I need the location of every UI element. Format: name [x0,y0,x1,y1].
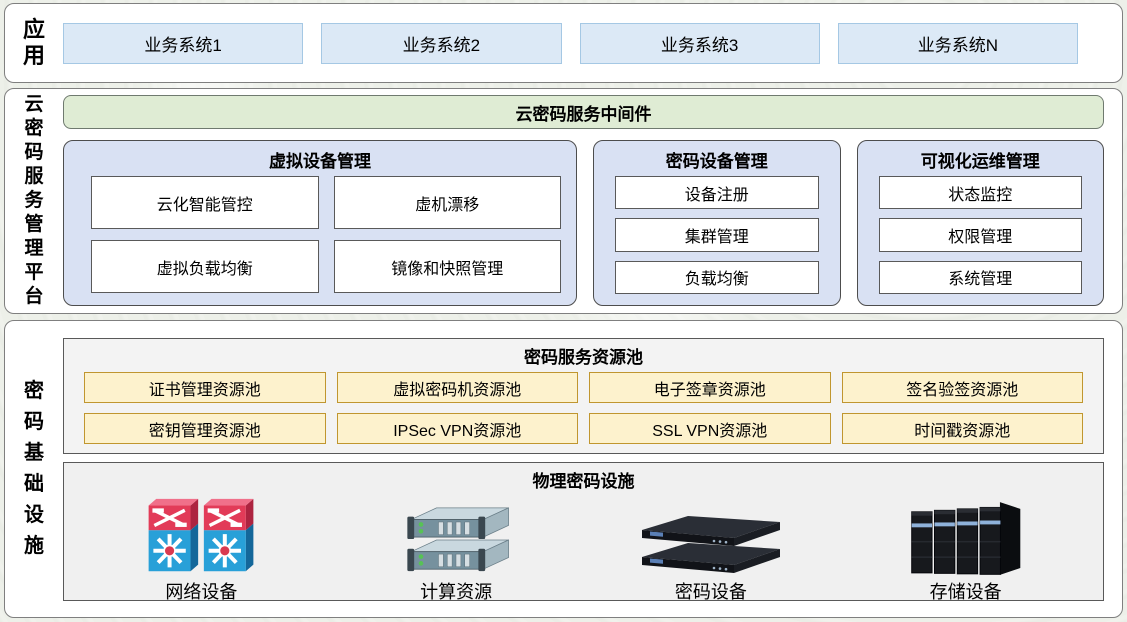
business-system-box-1: 业务系统1 [63,22,304,64]
business-system-box-n: 业务系统N [837,22,1078,64]
application-layer-label-wrap: 应用 [5,4,63,82]
feature-box-system-mgmt: 系统管理 [878,260,1082,294]
device-compute: 计算资源 [361,494,551,610]
pool-box-ipsec-vpn: IPSec VPN资源池 [336,413,578,444]
pool-box-e-signature: 电子签章资源池 [589,372,831,403]
infrastructure-layer-panel: 密码基础设施 密码服务资源池 证书管理资源池 虚拟密码机资源池 电子签章资源池 … [4,320,1123,618]
virtual-device-mgmt-panel: 虚拟设备管理 云化智能管控 虚机漂移 虚拟负载均衡 镜像和快照管理 [63,140,577,306]
feature-box-status-monitoring: 状态监控 [878,176,1082,210]
crypto-service-resource-pool-panel: 密码服务资源池 证书管理资源池 虚拟密码机资源池 电子签章资源池 签名验签资源池… [63,338,1104,454]
business-system-box-3: 业务系统3 [579,22,820,64]
application-layer-label: 应用 [22,17,45,68]
crypto-device-mgmt-stack: 设备注册 集群管理 负载均衡 [594,176,840,305]
visual-ops-mgmt-panel: 可视化运维管理 状态监控 权限管理 系统管理 [856,140,1104,306]
device-compute-label: 计算资源 [420,582,493,602]
platform-layer-label-wrap: 云密码服务管理平台 [5,89,63,313]
pool-box-key-mgmt: 密钥管理资源池 [84,413,326,444]
feature-box-virtual-load-balancing: 虚拟负载均衡 [91,240,319,293]
device-network: 网络设备 [106,494,296,610]
network-switch-icon [142,494,260,576]
management-panels-row: 虚拟设备管理 云化智能管控 虚机漂移 虚拟负载均衡 镜像和快照管理 密码设备管理… [63,140,1104,306]
visual-ops-mgmt-title: 可视化运维管理 [920,152,1040,171]
crypto-device-mgmt-panel: 密码设备管理 设备注册 集群管理 负载均衡 [593,140,841,306]
pool-box-ssl-vpn: SSL VPN资源池 [589,413,831,444]
virtual-device-mgmt-title: 虚拟设备管理 [269,152,371,171]
infrastructure-layer-content: 密码服务资源池 证书管理资源池 虚拟密码机资源池 电子签章资源池 签名验签资源池… [63,321,1122,617]
storage-array-icon [902,494,1030,576]
device-network-label: 网络设备 [165,582,238,602]
feature-box-permission-mgmt: 权限管理 [878,218,1082,252]
feature-box-cluster-mgmt: 集群管理 [615,218,819,252]
pool-box-sign-verify: 签名验签资源池 [841,372,1083,403]
device-crypto-label: 密码设备 [674,582,747,602]
resource-pool-title: 密码服务资源池 [524,348,643,367]
feature-box-device-registration: 设备注册 [615,176,819,210]
business-system-box-2: 业务系统2 [321,22,562,64]
device-storage: 存储设备 [871,494,1061,610]
crypto-appliance-icon [636,494,786,576]
feature-box-load-balancing: 负载均衡 [615,260,819,294]
physical-facility-title: 物理密码设施 [532,472,635,491]
pool-box-certificate-mgmt: 证书管理资源池 [84,372,326,403]
server-stack-icon [395,494,517,576]
middleware-bar: 云密码服务中间件 [63,95,1104,129]
application-layer-panel: 应用 业务系统1 业务系统2 业务系统3 业务系统N [4,3,1123,83]
device-crypto: 密码设备 [616,494,806,610]
infrastructure-layer-label: 密码基础设施 [24,380,44,557]
feature-box-cloud-intelligent-control: 云化智能管控 [91,176,319,229]
platform-layer-label: 云密码服务管理平台 [24,94,44,307]
pool-box-timestamp: 时间戳资源池 [841,413,1083,444]
virtual-device-mgmt-grid: 云化智能管控 虚机漂移 虚拟负载均衡 镜像和快照管理 [64,176,576,305]
device-storage-label: 存储设备 [929,582,1002,602]
visual-ops-mgmt-stack: 状态监控 权限管理 系统管理 [858,176,1104,305]
device-row: 网络设备 [64,494,1103,610]
infrastructure-layer-label-wrap: 密码基础设施 [5,321,63,617]
business-systems-row: 业务系统1 业务系统2 业务系统3 业务系统N [63,4,1104,82]
feature-box-vm-migration: 虚机漂移 [333,176,561,229]
platform-layer-content: 云密码服务中间件 虚拟设备管理 云化智能管控 虚机漂移 虚拟负载均衡 镜像和快照… [63,89,1122,313]
physical-crypto-facility-panel: 物理密码设施 [63,462,1104,602]
resource-pool-grid: 证书管理资源池 虚拟密码机资源池 电子签章资源池 签名验签资源池 密钥管理资源池… [64,370,1103,453]
feature-box-image-snapshot-mgmt: 镜像和快照管理 [333,240,561,293]
pool-box-virtual-crypto-machine: 虚拟密码机资源池 [336,372,578,403]
platform-layer-panel: 云密码服务管理平台 云密码服务中间件 虚拟设备管理 云化智能管控 虚机漂移 虚拟… [4,88,1123,314]
application-layer-content: 业务系统1 业务系统2 业务系统3 业务系统N [63,4,1122,82]
crypto-device-mgmt-title: 密码设备管理 [665,152,768,171]
